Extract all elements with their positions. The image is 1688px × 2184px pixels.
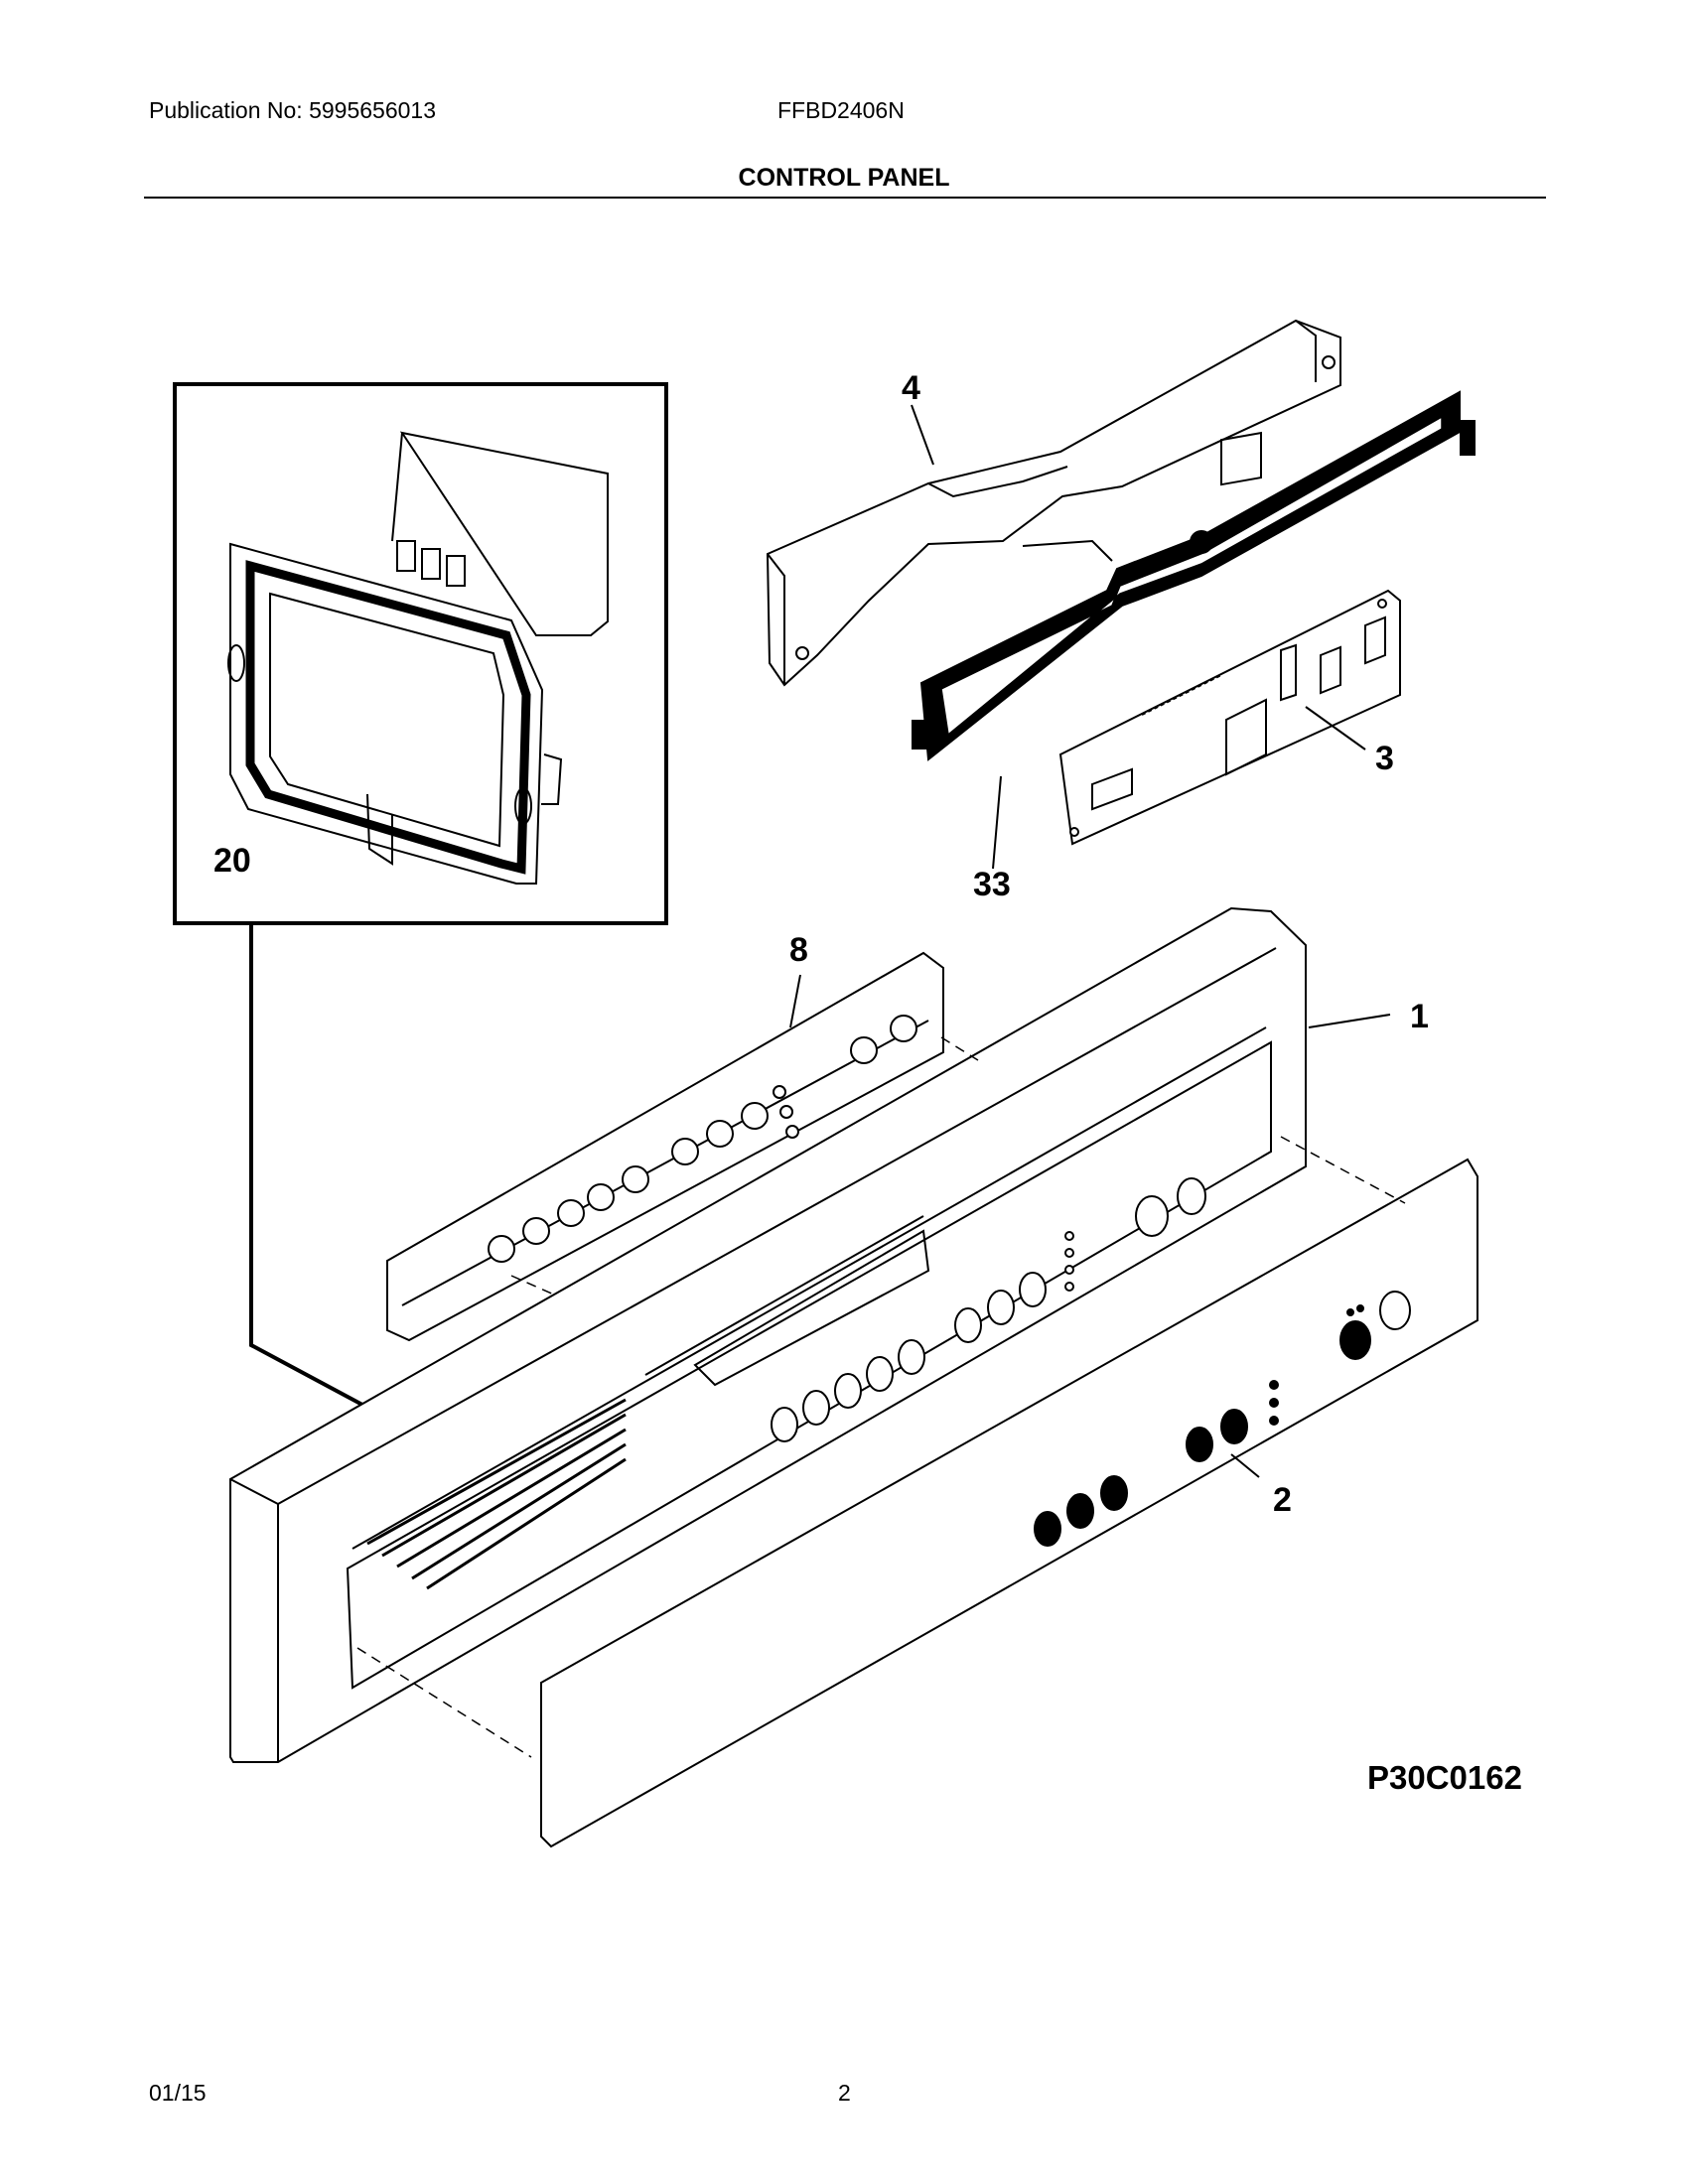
callout-3: 3 <box>1375 740 1394 777</box>
header-rule <box>144 197 1546 199</box>
callout-33: 33 <box>973 866 1011 903</box>
model-number: FFBD2406N <box>777 97 905 123</box>
publication-number: Publication No: 5995656013 <box>149 97 437 123</box>
part-33-gasket <box>912 390 1476 761</box>
console-buttons <box>771 1177 1206 1442</box>
button-actuators <box>488 1015 917 1263</box>
part-4-housing <box>766 319 1341 687</box>
alignment-lines <box>356 1036 1406 1758</box>
footer-date: 01/15 <box>149 2080 207 2106</box>
callout-20: 20 <box>213 842 251 880</box>
callout-8: 8 <box>789 931 808 969</box>
leader-lines <box>789 404 1391 1478</box>
drawing-code: P30C0162 <box>1367 1759 1522 1796</box>
page-title: CONTROL PANEL <box>738 164 950 192</box>
part-2-overlay <box>540 1158 1478 1848</box>
callout-1: 1 <box>1410 998 1429 1035</box>
callout-2: 2 <box>1273 1481 1292 1519</box>
callout-4: 4 <box>902 369 920 407</box>
part-3-control-board <box>1058 431 1401 846</box>
page-number: 2 <box>838 2080 851 2106</box>
overlay-buttons <box>1034 1304 1371 1547</box>
vent-slots <box>366 1398 627 1590</box>
part-20-inset <box>173 382 668 1407</box>
part-1-console <box>229 906 1307 1763</box>
part-8-button-board <box>386 951 944 1342</box>
